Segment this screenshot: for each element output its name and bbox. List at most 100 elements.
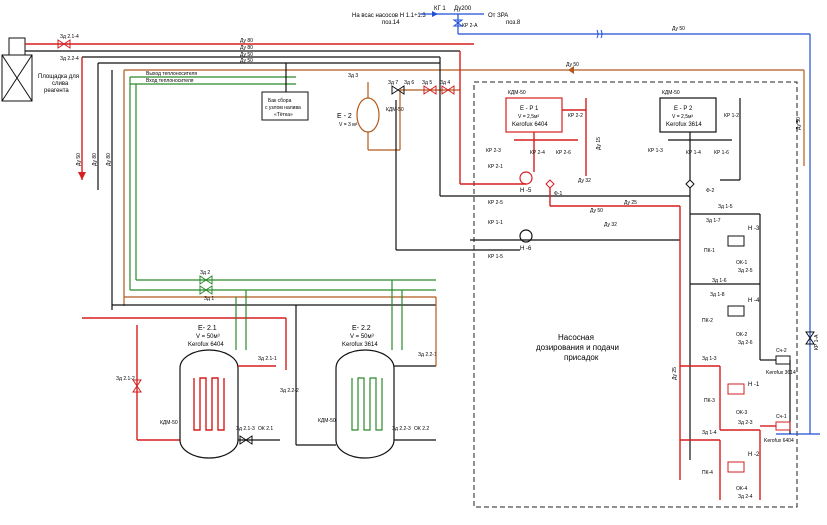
zd214-label: Зд 2.1-4 — [60, 34, 79, 40]
filter-f2-icon — [685, 179, 695, 189]
pk3-label: ПК-3 — [704, 398, 715, 404]
ok22-label: ОК 2.2 — [414, 426, 429, 432]
zd6-label: Зд 6 — [404, 80, 414, 86]
kdm-e22: КДМ-50 — [318, 418, 336, 424]
ok21-label: ОК 2.1 — [258, 426, 273, 432]
tank-ep2-name: Е - Р 2 — [674, 106, 693, 112]
zd1-valve-icon — [199, 285, 213, 295]
zd2-label: Зд 2 — [200, 270, 210, 276]
box-label-2: с узлом налива — [265, 105, 301, 111]
zd4-label: Зд 4 — [440, 80, 450, 86]
zd212-label: Зд 2.1-2 — [116, 376, 135, 382]
du50-label-a: Ду 50 — [240, 52, 253, 58]
du25-label-a: Ду 25 — [624, 200, 637, 206]
pk2-label: ПК-2 — [702, 318, 713, 324]
zd3-label: Зд 3 — [348, 73, 358, 79]
meter-sch1-icon — [775, 421, 791, 431]
kr1a-label: КР 1-А — [814, 334, 820, 350]
pump-h3-label: Н -3 — [748, 226, 760, 232]
pk1-label: ПК-1 — [704, 248, 715, 254]
du50-label-c: Ду 50 — [566, 62, 579, 68]
kr22-label: КР 2-2 — [568, 113, 583, 119]
pump-h2-icon — [727, 461, 745, 473]
du80-label-d: Ду 80 — [106, 153, 112, 166]
from-label: От ЗРА — [488, 13, 508, 19]
meter-sch2-fluid: Kerofux 3614 — [766, 370, 796, 376]
meter-sch1-fluid: Kerofux 6404 — [764, 438, 794, 444]
from-pos: поз.8 — [506, 20, 521, 26]
zd13-label: Зд 1-3 — [702, 356, 717, 362]
zd17-label: Зд 1-7 — [706, 218, 721, 224]
tank-e21-fluid: Kerofux 6404 — [188, 342, 224, 348]
tank-e22-vol: V = 50м³ — [350, 334, 374, 340]
suction-label: На всас насосов Н 1.1÷1.3 — [352, 13, 426, 19]
kr1a-valve-icon — [805, 331, 815, 345]
kr15-label: КР 1-5 — [488, 254, 503, 260]
du50-label-b: Ду 50 — [240, 58, 253, 64]
zd18-label: Зд 1-8 — [710, 292, 725, 298]
pk4-label: ПК-4 — [702, 470, 713, 476]
kdm-ep1: КДМ-50 — [508, 90, 526, 96]
tank-e2 — [356, 97, 380, 133]
zd223-label: Зд 2.2-3 — [392, 426, 411, 432]
zd213-label: Зд 2.1-3 — [236, 426, 255, 432]
kr13-label: КР 1-3 — [648, 148, 663, 154]
du80-label-a: Ду 80 — [240, 38, 253, 44]
station-label-2: дозирования и подачи — [536, 343, 619, 352]
filter-f2-label: Ф-2 — [706, 188, 714, 194]
kr26-label: КР 2-6 — [556, 150, 571, 156]
tank-e21-name: Е- 2.1 — [198, 325, 217, 332]
ok4-label: ОК-4 — [736, 486, 747, 492]
heat-out-label: Выход теплоносителя — [146, 71, 197, 77]
du50-top-label: Ду 50 — [672, 26, 685, 32]
platform-label-1: Площадка для — [38, 74, 79, 80]
platform-label-2: слива — [52, 81, 69, 87]
platform-label-3: реагента — [44, 88, 69, 94]
du200-label: Ду200 — [454, 6, 472, 12]
kdm-e21: КДМ-50 — [160, 420, 178, 426]
zd221-label: Зд 2.2-1 — [418, 352, 437, 358]
filter-f1-label: Ф-1 — [554, 191, 562, 197]
station-label-1: Насосная — [558, 333, 594, 342]
tank-e21-coil — [193, 377, 225, 431]
du80-label-c: Ду 80 — [92, 153, 98, 166]
station-label-3: присадок — [564, 353, 599, 362]
zd5-valve-icon — [423, 85, 437, 95]
du50-label-e: Ду 50 — [76, 153, 82, 166]
zd211-label: Зд 2.1-1 — [258, 356, 277, 362]
arrow-left-icon — [432, 11, 438, 17]
zd2-valve-icon — [199, 275, 213, 285]
zd23-label: Зд 2-3 — [738, 420, 753, 426]
du50-label-h6: Ду 50 — [590, 208, 603, 214]
ok2-label: ОК-2 — [736, 332, 747, 338]
zd7-label: Зд 7 — [388, 80, 398, 86]
valve-icon — [452, 19, 464, 27]
du15-label-a: Ду 15 — [596, 137, 602, 150]
zd212-valve-icon — [132, 379, 142, 393]
box-label-1: Бак сбора — [268, 98, 292, 104]
tank-e22 — [335, 349, 395, 459]
collector-box — [261, 91, 309, 121]
zd25-label: Зд 2-5 — [738, 268, 753, 274]
kr21-label: КР 2-1 — [488, 164, 503, 170]
zd222-label: Зд 2.2-2 — [280, 388, 299, 394]
kr23-label: КР 2-3 — [486, 148, 501, 154]
heat-in-label: Вход теплоносителя — [146, 78, 194, 84]
kr24-label: КР 2-4 — [530, 150, 545, 156]
kr16-label: КР 1-6 — [714, 150, 729, 156]
tank-e21 — [179, 349, 239, 459]
pump-h4-icon — [727, 305, 745, 317]
kr11-label: КР 1-1 — [488, 220, 503, 226]
tank-e22-fluid: Kerofux 3614 — [342, 342, 378, 348]
kr12-label: КР 1-2 — [724, 113, 739, 119]
platform-cross-b — [1, 54, 33, 102]
pump-h2-label: Н -2 — [748, 452, 760, 458]
kr25-label: КР 2-5 — [488, 200, 503, 206]
meter-sch1-label: Сч-1 — [776, 414, 787, 420]
tank-e22-name: Е- 2.2 — [352, 325, 371, 332]
kdm-ep2: КДМ-50 — [662, 90, 680, 96]
zd1-label: Зд 1 — [204, 296, 214, 302]
zd7-valve-icon — [391, 85, 405, 95]
